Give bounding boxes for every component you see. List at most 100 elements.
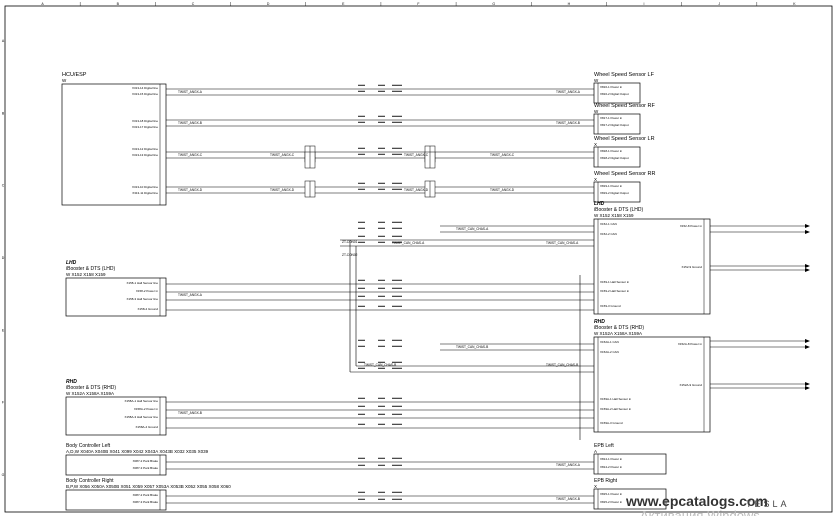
- pin-label: X818-1 Power in: [600, 149, 623, 153]
- epb-left[interactable]: EPB Left A X814-1 Power in X814-2 Power …: [593, 443, 667, 475]
- arrow: [805, 264, 810, 268]
- wire-spec-mark: [392, 397, 402, 399]
- ibooster-lhd-title: iBooster & DTS (LHD): [66, 266, 116, 272]
- pin-label: X814-1 Power in: [600, 457, 623, 461]
- wheel-speed-sensor-rf[interactable]: Wheel Speed Sensor RF W X817-1 Power in …: [593, 103, 655, 135]
- column-label: G: [492, 2, 495, 6]
- harness-label: TWIST_ANGX-C: [178, 153, 203, 157]
- wire-spec-mark: [378, 491, 385, 493]
- wire-spec-mark: [378, 279, 385, 281]
- ibooster-lhd-right[interactable]: LHD iBooster & DTS (LHD) W X152 X158 X15…: [593, 201, 711, 315]
- pin-label: X152A-2 CAN: [600, 350, 619, 354]
- wss-rf-title: Wheel Speed Sensor RF: [594, 103, 655, 109]
- wire-spec-mark: [392, 84, 402, 86]
- pin-label: X152-9 Ground: [681, 265, 702, 269]
- wire-spec-mark: [392, 227, 402, 229]
- pin-label: X087-2 Park Brake: [133, 459, 159, 463]
- hcu-sub: W: [62, 78, 67, 83]
- wire: [166, 151, 594, 159]
- wire-spec-mark: [358, 235, 365, 237]
- pin-label: X159A-1 Hall Sensor in: [600, 397, 632, 401]
- wire-spec-mark: [392, 491, 402, 493]
- wire-spec-mark: [358, 121, 365, 123]
- wire-spec-mark: [358, 241, 365, 243]
- wire: [710, 265, 805, 271]
- epb-right[interactable]: EPB Right X X815-1 Power in X815-2 Power…: [593, 478, 667, 510]
- wire-spec-mark: [392, 182, 402, 184]
- wire-spec-mark: [358, 498, 365, 500]
- wss-lf-sub: W: [594, 78, 599, 83]
- ibooster-lhd-left[interactable]: LHD iBooster & DTS (LHD) W X152 X158 X15…: [65, 260, 167, 317]
- wire-spec-mark: [358, 413, 365, 415]
- wire-spec-mark: [378, 367, 385, 369]
- arrow: [805, 345, 810, 349]
- pin-label: X158-1 Hall Sensor line: [126, 281, 158, 285]
- wire: [166, 283, 594, 311]
- harness-label: TWIST_ANGX-D: [490, 188, 515, 192]
- harness-label: TWIST_CAN_CHAS-B: [364, 363, 396, 367]
- harness-label: TWIST_ANGX-C: [404, 153, 429, 157]
- wire-spec-mark: [392, 464, 402, 466]
- hcu-esp-module[interactable]: HCU/ESP W X313-14 Digital line X313-15 D…: [61, 72, 167, 206]
- row-label: F: [2, 401, 4, 405]
- ibooster-rhd-left[interactable]: RHD iBooster & DTS (RHD) W X152A X158A X…: [65, 379, 167, 436]
- wire: [166, 186, 594, 194]
- watermark: www.epcatalogs.com TESLA Активация Windo…: [625, 493, 787, 516]
- harness-label: TWIST_ANGX-D: [270, 188, 295, 192]
- column-label: C: [192, 2, 195, 6]
- hcu-pin: X313-17 Digital line: [132, 125, 158, 129]
- wire-spec-mark: [392, 153, 402, 155]
- ibooster-rhd-sub: W X152A X158A X159A: [66, 391, 114, 396]
- wire-spec-mark: [358, 153, 365, 155]
- harness-label: TWIST_ANGX-B: [178, 121, 202, 125]
- wire-spec-mark: [358, 367, 365, 369]
- wheel-speed-sensor-rr[interactable]: Wheel Speed Sensor RR X X819-1 Power in …: [593, 171, 655, 203]
- wire-spec-mark: [378, 121, 385, 123]
- wire-spec-mark: [392, 90, 402, 92]
- wire: [440, 343, 594, 351]
- wire-spec-mark: [392, 221, 402, 223]
- body-controller-left[interactable]: Body Controller Left A,D,W X040A X040B X…: [65, 443, 209, 476]
- rhd-tag: RHD: [594, 319, 605, 325]
- body-controller-right[interactable]: Body Controller Right B,P,W X056 X050A X…: [65, 478, 231, 511]
- harness-label: TWIST_ANGX-D: [404, 188, 429, 192]
- wire-spec-mark: [392, 287, 402, 289]
- connector-label: ZT-CON01: [342, 240, 358, 244]
- pin-label: X819-1 Power in: [600, 184, 623, 188]
- pin-label: X158-3 Hall Sensor line: [126, 297, 158, 301]
- wire-spec-mark: [358, 182, 365, 184]
- pin-label: X152-1 CAN: [600, 222, 617, 226]
- wire-spec-mark: [378, 115, 385, 117]
- epb-right-title: EPB Right: [594, 478, 618, 484]
- connector-label: ZT-CON02: [342, 253, 358, 257]
- wire-spec-mark: [392, 405, 402, 407]
- pin-label: X152-2 CAN: [600, 232, 617, 236]
- harness-label: TWIST_ANGX-B: [556, 121, 580, 125]
- ibooster-lhd-sub: W X152 X158 X159: [66, 272, 106, 277]
- column-label: A: [41, 2, 44, 6]
- pin-label: X159A-3 Ground: [600, 421, 623, 425]
- ibooster-rhd-right[interactable]: RHD iBooster & DTS (RHD) W X152A X158A X…: [593, 319, 711, 433]
- wire-spec-mark: [378, 84, 385, 86]
- hcu-title: HCU/ESP: [62, 72, 87, 78]
- wss-lr-title: Wheel Speed Sensor LR: [594, 136, 655, 142]
- wire: [166, 461, 594, 470]
- pin-label: X158A-4 Ground: [135, 425, 158, 429]
- wheel-speed-sensor-lr[interactable]: Wheel Speed Sensor LR X X818-1 Power in …: [593, 136, 655, 168]
- arrow: [805, 230, 810, 234]
- wire-spec-mark: [378, 188, 385, 190]
- hcu-pin: X313-10 Digital line: [132, 185, 158, 189]
- wss-rr-sub: X: [594, 177, 597, 182]
- wire-spec-mark: [378, 153, 385, 155]
- wire-spec-mark: [392, 457, 402, 459]
- wire-spec-mark: [358, 339, 365, 341]
- column-label: F: [417, 2, 419, 6]
- wire-spec-mark: [358, 227, 365, 229]
- harness-label: TWIST_CAN_CHAS-B: [546, 363, 578, 367]
- wire-spec-mark: [358, 287, 365, 289]
- wheel-speed-sensor-lf[interactable]: Wheel Speed Sensor LF W X816-1 Power in …: [593, 72, 655, 104]
- hcu-pin: X313-12 Digital line: [132, 147, 158, 151]
- arrowheads: [805, 224, 810, 390]
